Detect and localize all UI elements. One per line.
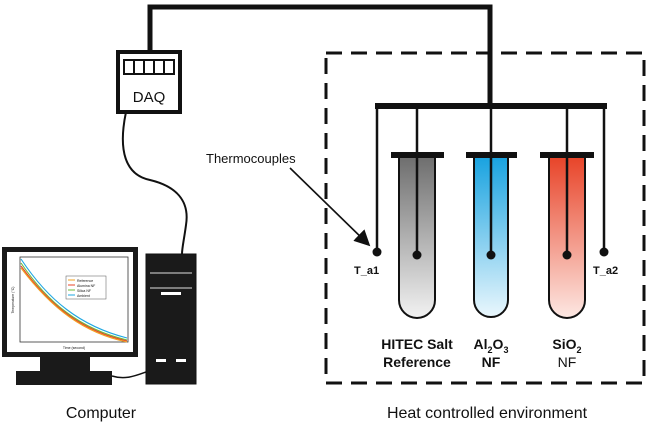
monitor-curve-ambient bbox=[20, 258, 128, 339]
monitor-legend-1: Reference bbox=[77, 279, 93, 283]
probe-ta2-label: T_a2 bbox=[593, 265, 618, 277]
monitor-legend-3: Silica NF bbox=[77, 289, 91, 293]
monitor-curve-alumina bbox=[20, 265, 128, 342]
thermocouples-arrow bbox=[289, 167, 371, 247]
probe-ta2-tip bbox=[599, 247, 609, 257]
tube-hitec-thermocouple-tip bbox=[412, 250, 422, 260]
monitor-legend-2: Alumina NF bbox=[77, 284, 95, 288]
monitor-legend-4: Ambient bbox=[77, 294, 90, 298]
monitor-plot: Reference Alumina NF Silica NF Ambient T… bbox=[11, 256, 129, 350]
tube-alumina-nf bbox=[466, 106, 517, 318]
tube-alumina-thermocouple-tip bbox=[486, 250, 496, 260]
tube-hitec-reference bbox=[391, 106, 444, 319]
daq-label: DAQ bbox=[133, 89, 166, 106]
computer-tower bbox=[145, 253, 197, 385]
thermocouples-label: Thermocouples bbox=[206, 151, 296, 166]
monitor-xlabel: Time (second) bbox=[63, 346, 85, 350]
tube-silica-label-line2: NF bbox=[558, 354, 577, 370]
monitor-legend-box bbox=[65, 275, 107, 300]
daq-unit bbox=[116, 50, 182, 114]
tube-hitec-label-line1: HITEC Salt bbox=[381, 336, 453, 352]
computer-monitor bbox=[2, 247, 147, 385]
tube-alumina-label-line2: NF bbox=[482, 354, 501, 370]
daq-to-manifold-wire bbox=[147, 4, 493, 106]
tube-silica-nf bbox=[540, 106, 594, 319]
daq-to-computer-cable bbox=[121, 111, 188, 255]
environment-caption: Heat controlled environment bbox=[387, 405, 588, 422]
probe-ta1-tip bbox=[372, 247, 382, 257]
tube-hitec-label-line2: Reference bbox=[383, 354, 451, 370]
computer-caption: Computer bbox=[66, 405, 137, 422]
monitor-curve-reference bbox=[20, 267, 128, 343]
monitor-curve-silica bbox=[20, 262, 128, 341]
probe-ta1-label: T_a1 bbox=[354, 265, 379, 277]
monitor-ylabel: Temperature (°C) bbox=[11, 287, 15, 314]
tube-silica-thermocouple-tip bbox=[562, 250, 572, 260]
environment-boundary bbox=[324, 51, 646, 385]
tube-alumina-label-line1: Al2O3 bbox=[474, 336, 509, 355]
tube-silica-label-line1: SiO2 bbox=[552, 336, 581, 355]
